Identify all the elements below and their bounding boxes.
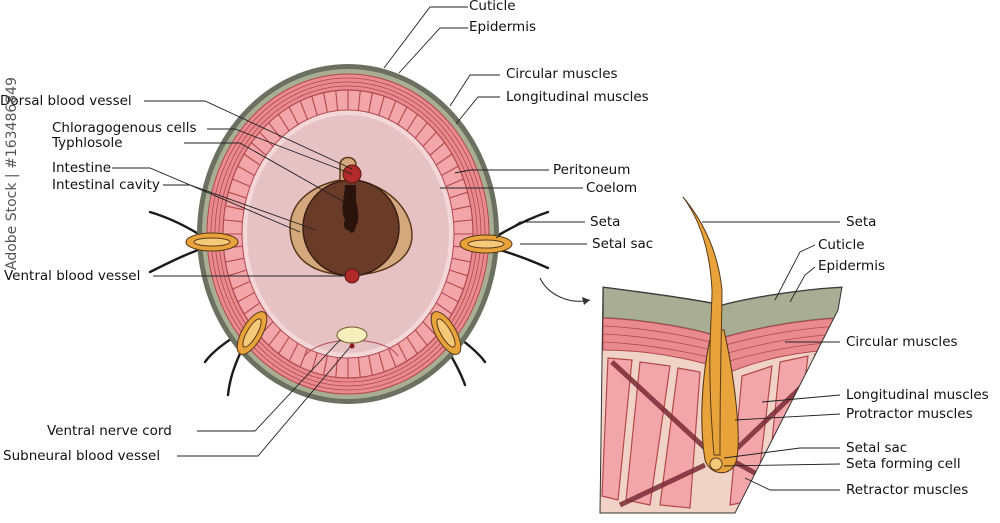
muscle-block-divider: [449, 269, 468, 277]
muscle-block-divider: [414, 329, 428, 346]
muscle-block-divider: [406, 336, 418, 355]
detail-label-setal-sac: Setal sac: [846, 440, 908, 456]
muscle-block-divider: [237, 165, 255, 177]
muscle-block-divider: [435, 153, 453, 166]
muscle-block-divider: [243, 153, 261, 166]
muscle-block-divider: [388, 348, 397, 368]
muscle-block-divider: [299, 348, 308, 368]
ventral-blood-vessel: [344, 268, 360, 284]
label-epidermis: Epidermis: [469, 19, 536, 35]
muscle-block-divider: [323, 92, 328, 113]
muscle-block-divider: [278, 113, 290, 132]
stock-watermark: Adobe Stock | #163486849: [4, 77, 20, 270]
muscle-block-divider: [422, 131, 437, 147]
muscle-block-divider: [388, 100, 397, 120]
detail-label-seta-forming-cell: Seta forming cell: [846, 456, 961, 472]
muscle-block-divider: [232, 280, 251, 290]
muscle-block-divider: [251, 142, 267, 156]
detail-label-cuticle: Cuticle: [818, 237, 865, 253]
setal-sacs: [185, 232, 513, 355]
muscle-block-divider: [368, 92, 373, 113]
muscle-block-divider: [378, 96, 385, 116]
muscle-block-divider: [311, 352, 318, 372]
detail-label-retractor-muscles: Retractor muscles: [846, 482, 969, 498]
muscle-block-divider: [228, 269, 247, 277]
detail-seta-forming-cell: [709, 457, 723, 471]
muscle-block-divider: [397, 343, 408, 362]
label-seta: Seta: [590, 214, 621, 230]
muscle-block-divider: [441, 165, 459, 177]
muscle-block-divider: [288, 343, 299, 362]
label-peritoneum: Peritoneum: [553, 162, 631, 178]
muscle-block-divider: [422, 321, 437, 337]
muscle-block-divider: [232, 178, 251, 188]
muscle-block-divider: [323, 355, 328, 376]
label-ventral-nerve-cord: Ventral nerve cord: [47, 423, 172, 439]
muscle-block-divider: [225, 205, 245, 211]
muscle-block-divider: [299, 100, 308, 120]
muscle-block-divider: [357, 357, 361, 378]
detail-outline: [599, 286, 843, 514]
muscle-block-divider: [435, 302, 453, 315]
muscle-block-divider: [451, 205, 471, 211]
label-dorsal-blood-vessel: Dorsal blood vessel: [0, 93, 132, 109]
typhlosole: [342, 185, 359, 233]
detail-label-epidermis: Epidermis: [818, 258, 885, 274]
muscle-block-divider: [243, 302, 261, 315]
detail-leader-lines: [702, 221, 841, 491]
label-cuticle: Cuticle: [469, 0, 516, 14]
detail-label-circular-muscles: Circular muscles: [846, 334, 958, 350]
muscle-block-divider: [378, 352, 385, 372]
ventral-nerve-cord: [336, 326, 368, 344]
muscle-block-divider: [225, 257, 245, 263]
muscle-block-divider: [445, 280, 464, 290]
muscle-block-divider: [357, 90, 361, 111]
muscle-block-divider: [445, 178, 464, 188]
muscle-block-divider: [335, 357, 339, 378]
label-circular-muscles: Circular muscles: [506, 66, 618, 82]
label-setal-sac: Setal sac: [592, 236, 654, 252]
muscle-block-divider: [441, 291, 459, 303]
muscle-block-divider: [278, 336, 290, 355]
muscle-block-divider: [451, 257, 471, 263]
muscle-block-divider: [237, 291, 255, 303]
muscle-block-divider: [259, 131, 274, 147]
detail-seta: [682, 196, 723, 456]
muscle-block-divider: [311, 96, 318, 116]
detail-label-longitudinal-muscles: Longitudinal muscles: [846, 387, 989, 403]
muscle-block-divider: [368, 355, 373, 376]
muscle-block-divider: [453, 219, 473, 223]
label-intestinal-cavity: Intestinal cavity: [52, 177, 160, 193]
detail-label-seta: Seta: [846, 214, 877, 230]
muscle-block-divider: [406, 113, 418, 132]
label-intestine: Intestine: [52, 160, 112, 176]
muscle-block-divider: [449, 191, 468, 199]
cross-section-leader-lines: [112, 6, 587, 457]
muscle-block-divider: [223, 219, 243, 223]
label-coelom: Coelom: [586, 180, 638, 196]
label-subneural-blood-vessel: Subneural blood vessel: [3, 448, 161, 464]
muscle-block-divider: [335, 90, 339, 111]
label-chloragogenous-cells: Chloragogenous cells: [52, 120, 197, 136]
muscle-block-divider: [228, 191, 247, 199]
muscle-block-divider: [429, 142, 445, 156]
subneural-blood-vessel: [349, 343, 355, 349]
muscle-block-divider: [288, 106, 299, 125]
label-typhlosole: Typhlosole: [52, 135, 123, 151]
cross-section: [148, 64, 550, 404]
muscle-block-divider: [414, 122, 428, 139]
label-ventral-blood-vessel: Ventral blood vessel: [4, 268, 141, 284]
detail-label-protractor-muscles: Protractor muscles: [846, 406, 973, 422]
label-longitudinal-muscles: Longitudinal muscles: [506, 89, 649, 105]
detail-arrowhead: [582, 297, 590, 305]
muscle-block-divider: [397, 106, 408, 125]
muscle-block-divider: [268, 329, 282, 346]
